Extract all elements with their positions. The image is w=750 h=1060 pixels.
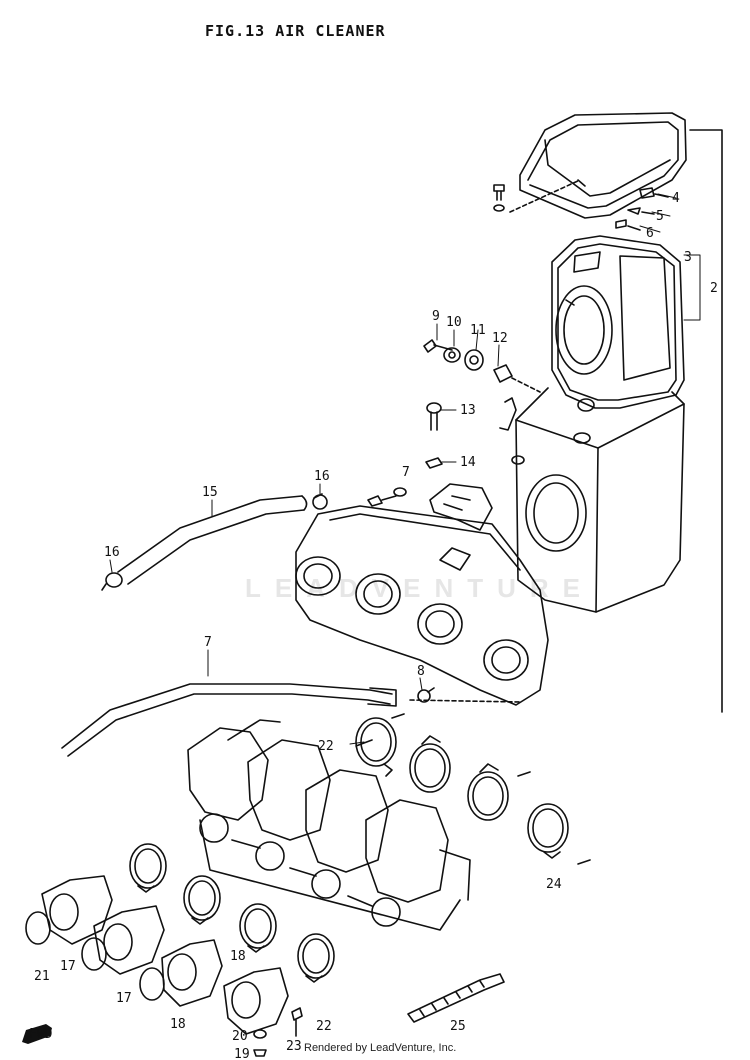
upper-intake-clamps (355, 717, 569, 859)
carburetor-bank (187, 719, 471, 931)
clamp-16-left (101, 572, 123, 591)
label-20: 20 (232, 1029, 248, 1044)
intake-plenum (295, 505, 549, 706)
label-17-a: 17 (60, 959, 76, 974)
label-23: 23 (286, 1039, 302, 1054)
leader-lines (109, 193, 701, 745)
figure-title: FIG.13 AIR CLEANER (205, 22, 386, 40)
label-24: 24 (546, 877, 562, 892)
label-11: 11 (470, 323, 486, 338)
clamp-16-right (312, 493, 328, 510)
cover-screw (493, 179, 581, 213)
air-cleaner-element (551, 235, 685, 409)
label-12: 12 (492, 331, 508, 346)
o-rings (25, 911, 165, 1001)
bolt-near-16 (367, 487, 407, 507)
label-7-upper: 7 (402, 465, 410, 480)
group-bracket (689, 129, 723, 713)
label-9: 9 (432, 309, 440, 324)
air-cleaner-cover (519, 112, 687, 219)
label-8: 8 (417, 664, 425, 679)
label-25: 25 (450, 1019, 466, 1034)
parts-4-5-6 (615, 187, 669, 231)
label-22: 22 (316, 1019, 332, 1034)
label-3: 3 (684, 250, 692, 265)
part-14-nut (425, 455, 525, 469)
intake-pipes (41, 875, 289, 1035)
fwd-label: FWD (29, 1027, 53, 1042)
lower-intake-clamps (129, 843, 335, 983)
label-2: 2 (710, 281, 718, 296)
label-6: 6 (646, 226, 654, 241)
hose-7 (61, 683, 521, 757)
label-7: 7 (204, 635, 212, 650)
label-15: 15 (202, 485, 218, 500)
label-18-b: 18 (230, 949, 246, 964)
breather-hose-15 (117, 495, 308, 585)
label-22-upper: 22 (318, 739, 334, 754)
label-18-a: 18 (170, 1017, 186, 1032)
label-16-right: 16 (314, 469, 330, 484)
strap-25 (407, 973, 505, 1023)
label-19: 19 (234, 1047, 250, 1060)
bracket-clip (499, 397, 517, 431)
render-credit: Rendered by LeadVenture, Inc. (304, 1042, 457, 1054)
clamp-screws-22 (355, 713, 591, 865)
label-17-b: 17 (116, 991, 132, 1006)
air-box-housing (515, 387, 685, 613)
plenum-outlets (295, 556, 529, 681)
mounting-bracket (429, 483, 493, 531)
label-21: 21 (34, 969, 50, 984)
part-13-screw (426, 402, 442, 431)
forward-arrow-icon: FWD (22, 1024, 53, 1044)
bolt-set-9-12 (423, 339, 541, 393)
label-14: 14 (460, 455, 476, 470)
label-10: 10 (446, 315, 462, 330)
label-4: 4 (672, 191, 680, 206)
label-16-left: 16 (104, 545, 120, 560)
clamp-8 (417, 687, 435, 703)
part-labels: 2 3 4 5 6 7 7 8 9 10 11 12 13 14 15 16 1… (34, 191, 718, 1060)
label-13: 13 (460, 403, 476, 418)
label-5: 5 (656, 209, 664, 224)
small-fasteners (253, 1007, 303, 1057)
